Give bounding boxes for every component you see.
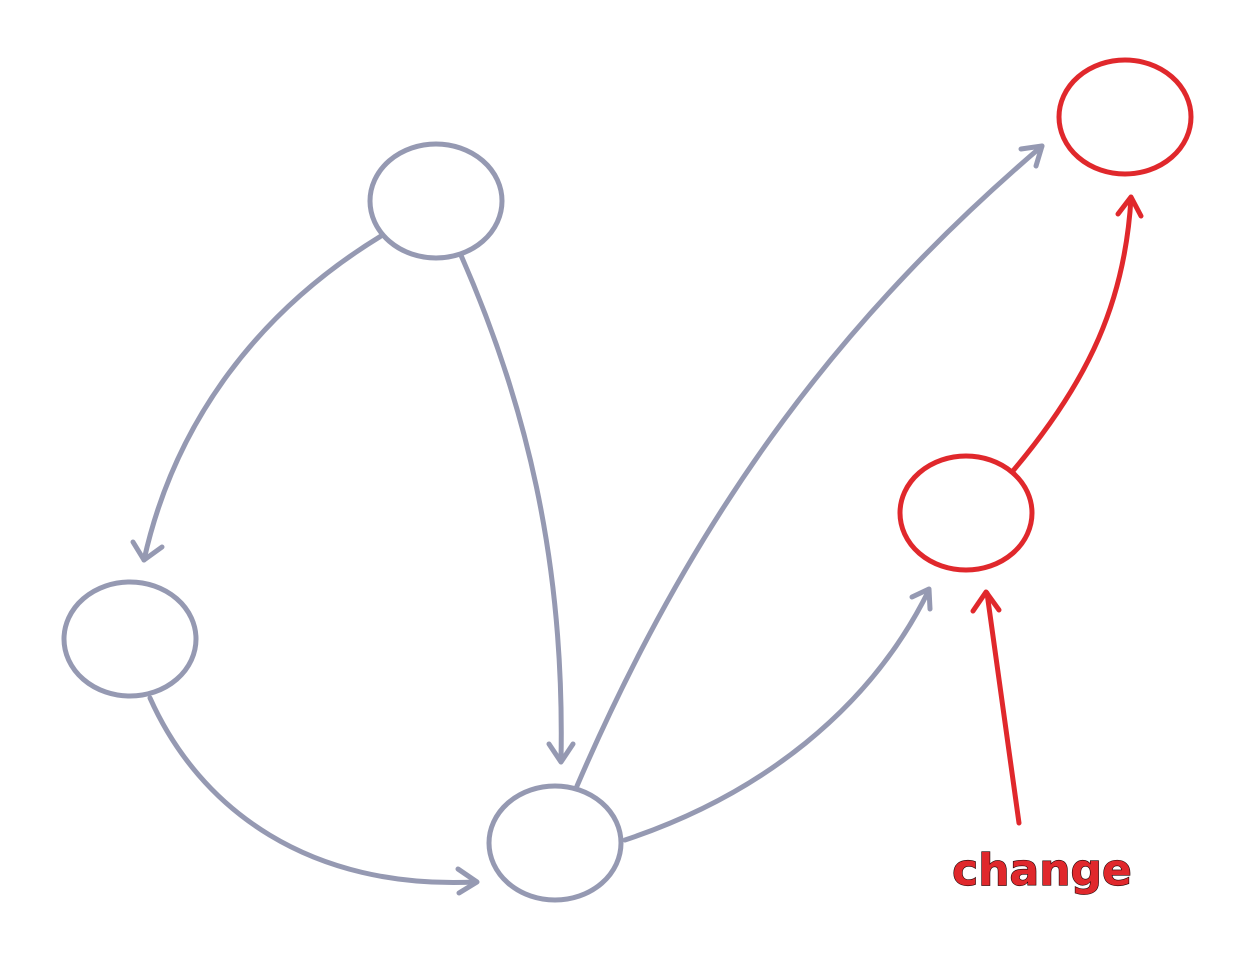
node-top-right <box>1056 57 1194 177</box>
edge-middle-right-to-top-right <box>1009 194 1144 475</box>
node-middle-right <box>897 453 1035 573</box>
edge-bottom-to-top-right <box>574 143 1045 789</box>
node-bottom <box>486 783 624 903</box>
change-annotation-arrow <box>970 589 1022 826</box>
change-label: change <box>952 845 1132 896</box>
edge-top-to-left <box>130 233 384 563</box>
edge-top-to-bottom <box>457 250 576 765</box>
edge-left-to-bottom <box>147 695 480 896</box>
node-top <box>367 141 505 261</box>
edge-bottom-to-middle-right <box>622 586 933 843</box>
node-left <box>61 579 199 699</box>
